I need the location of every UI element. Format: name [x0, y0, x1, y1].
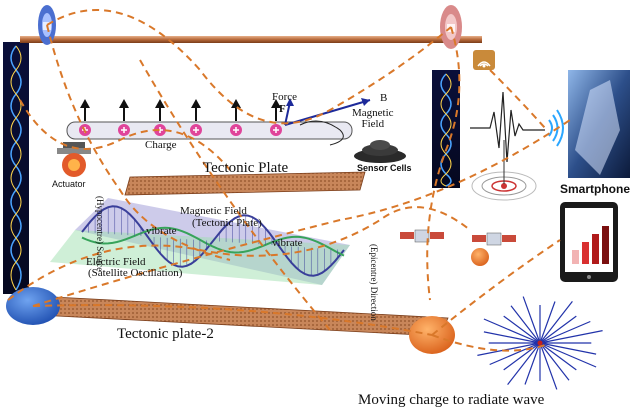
radiate-burst [477, 296, 603, 390]
label-epicentre-direction: (Epicentre) Direction [369, 244, 379, 321]
target-icon [471, 140, 537, 201]
label-moving-charge: Moving charge to radiate wave [358, 392, 545, 408]
magnetic-wave [81, 205, 345, 277]
charge-dot [270, 124, 282, 136]
force-arrow [155, 99, 165, 121]
label-magnetic-field: Magnetic Field [352, 107, 394, 130]
radiate-ray [507, 342, 541, 385]
sensor-cells-icon [354, 140, 406, 163]
label-electric-field: Electric Field [86, 256, 146, 268]
label-f: F [279, 103, 286, 115]
charge-dot [230, 124, 242, 136]
label-hypocentre-source: (Hypocentre) Source [95, 196, 105, 272]
phone-bar [582, 242, 589, 264]
left-wave-panel [3, 42, 29, 294]
radiate-ray [522, 296, 541, 344]
radiate-ray [483, 331, 541, 344]
radiate-ray [503, 342, 541, 371]
label-actuator: Actuator [52, 179, 86, 189]
tectonic-plate-1 [124, 171, 366, 196]
radiate-ray [539, 320, 591, 344]
label-electric-field-sub: (Satellite Oscillation) [88, 267, 183, 279]
force-arrow [119, 99, 129, 121]
wave-curves [81, 205, 345, 277]
radiate-ray [539, 342, 597, 355]
radiate-ray [503, 315, 541, 344]
dashed-connections [7, 9, 571, 352]
label-tectonic-plate: Tectonic Plate [203, 160, 289, 176]
phone-bar [602, 226, 609, 264]
charge-dot [118, 124, 130, 136]
radiate-ray [539, 342, 558, 390]
label-magnetic-field-wave-sub: (Tectonic Plate) [192, 217, 262, 229]
radiate-ray [489, 342, 541, 366]
label-force: Force [272, 91, 298, 103]
radiate-ray [539, 330, 603, 344]
radiate-ray [510, 305, 541, 344]
tectonic-plate-2 [34, 295, 449, 337]
label-magnetic-field-wave: Magnetic Field [180, 205, 247, 217]
label-smartphone: Smartphone [560, 182, 631, 196]
radiate-ray [539, 315, 577, 344]
wifi-icon [473, 50, 495, 70]
vector-arrows [284, 98, 371, 146]
radiate-ray [539, 342, 577, 371]
label-charge: Charge [145, 139, 177, 151]
charge-dot [190, 124, 202, 136]
actuator-icon [57, 142, 91, 177]
radiate-ray [483, 318, 541, 344]
label-b: B [380, 92, 388, 104]
radiate-ray [539, 301, 556, 344]
seismograph-icon [470, 91, 545, 163]
force-arrows [80, 99, 281, 121]
label-sensor-cells: Sensor Cells [357, 163, 412, 173]
force-arrow [80, 99, 90, 121]
charge-dot [154, 124, 166, 136]
force-arrow [191, 99, 201, 121]
charge-tube [66, 121, 353, 140]
smartphone-photo [548, 70, 630, 178]
label-vibrate-1: vibrate [146, 225, 177, 237]
force-arrow [231, 99, 241, 121]
label-vibrate-2: vibrate [272, 237, 303, 249]
phone-bar [592, 234, 599, 264]
label-tectonic-plate-2: Tectonic plate-2 [117, 326, 214, 342]
force-arrow [271, 99, 281, 121]
bar-chart-icon [572, 226, 609, 264]
radiate-ray [539, 342, 597, 368]
radiate-ray [524, 342, 541, 385]
phone-bar [572, 250, 579, 264]
right-wave-panel [432, 70, 460, 188]
radiate-ray [539, 301, 573, 344]
radiate-ray [539, 342, 570, 381]
satellite-icon [400, 229, 516, 266]
top-rod [20, 36, 482, 43]
radiate-ray [477, 342, 541, 356]
electric-wave [81, 226, 345, 257]
